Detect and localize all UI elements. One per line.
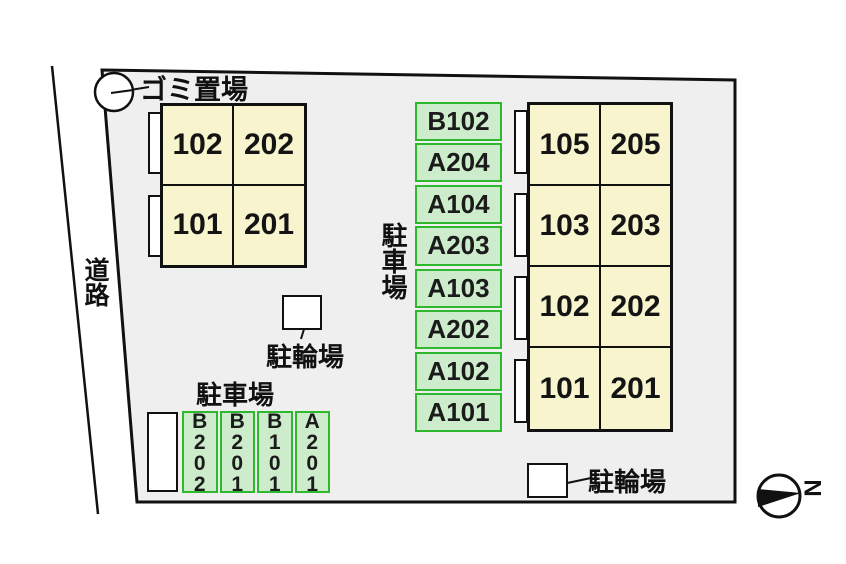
- parking-space: B202: [182, 410, 218, 494]
- parking-space-label: B201: [225, 410, 249, 494]
- unit-cell: 201: [243, 208, 295, 242]
- unit-cell: 203: [601, 186, 670, 267]
- unmarked-parking-box: [147, 412, 178, 492]
- left-building-porch: [148, 112, 162, 174]
- parking-space: A103: [415, 268, 502, 308]
- bike-parking-mid-box: [282, 295, 322, 330]
- unit-cell: 205: [601, 105, 670, 186]
- unit-cell: 103: [530, 186, 601, 267]
- unit-cell: 202: [234, 106, 304, 186]
- parking-space: A202: [415, 309, 502, 349]
- unit-cell: 102: [530, 267, 601, 348]
- bottom-parking-block: B202 B201 B101 A201: [182, 410, 330, 494]
- parking-space: A104: [415, 185, 502, 225]
- right-building: 105 205 103 203 102 202 101 201: [527, 102, 673, 432]
- left-building: 102 202 101 201: [160, 103, 307, 268]
- parking-space: A201: [294, 410, 330, 494]
- compass-north-label: N: [799, 479, 826, 496]
- right-building-porch: [514, 110, 528, 174]
- unit-cell: 102: [163, 106, 234, 186]
- parking-space-label: A201: [300, 410, 324, 494]
- parking-space: B101: [257, 410, 293, 494]
- bike-parking-mid-label: 駐輪場: [266, 342, 345, 372]
- bottom-parking-label: 駐車場: [196, 380, 275, 410]
- bike-parking-bottom-label: 駐輪場: [588, 467, 667, 497]
- garbage-leader-line-inner: [110, 89, 134, 94]
- left-building-porch: [148, 195, 162, 257]
- parking-pair: B102 A204: [415, 102, 502, 183]
- road-label: 道路: [81, 257, 109, 307]
- parking-space: B102: [415, 102, 502, 142]
- parking-space: A102: [415, 351, 502, 391]
- unit-cell: 101: [163, 185, 234, 265]
- parking-space: A204: [415, 143, 502, 183]
- unit-cell: 202: [601, 267, 670, 348]
- center-parking-block: B102 A204 A104 A203 A103 A202 A102 A101: [415, 102, 502, 432]
- parking-pair: A102 A101: [415, 351, 502, 432]
- right-building-porch: [514, 276, 528, 340]
- center-parking-label: 駐車場: [378, 222, 408, 300]
- parking-space: A101: [415, 392, 502, 432]
- parking-pair: A104 A203: [415, 185, 502, 266]
- bike-parking-bottom-box: [527, 463, 568, 498]
- road-edge-line: [50, 65, 100, 515]
- right-building-porch: [514, 193, 528, 257]
- parking-pair: A103 A202: [415, 268, 502, 349]
- parking-space: B201: [219, 410, 255, 494]
- parking-space-label: B202: [188, 410, 212, 494]
- right-building-porch: [514, 359, 528, 423]
- unit-cell: 105: [530, 105, 601, 186]
- parking-space-label: B101: [263, 410, 287, 494]
- unit-cell: 201: [610, 371, 661, 405]
- parking-space: A203: [415, 226, 502, 266]
- unit-cell: 101: [530, 348, 601, 429]
- garbage-area-label: ゴミ置場: [140, 75, 248, 105]
- compass-north-arrow-icon: [758, 489, 801, 507]
